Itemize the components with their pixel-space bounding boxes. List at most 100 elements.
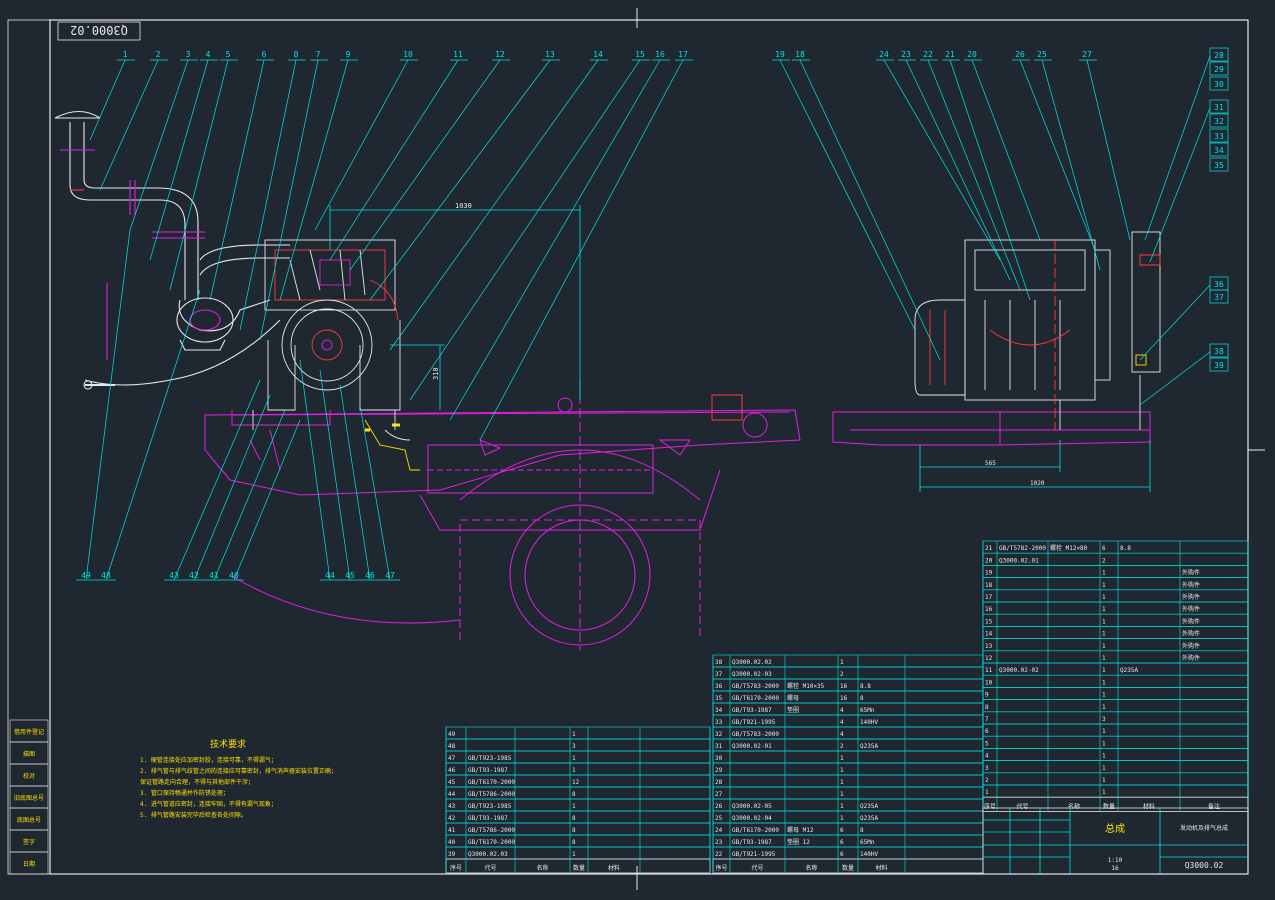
- bom-cell: 43: [448, 803, 456, 810]
- bom-cell: 65Mn: [860, 839, 875, 846]
- bom-cell: 1: [1102, 594, 1106, 601]
- bom-cell: 27: [715, 791, 723, 798]
- leader-number-23: 23: [901, 50, 911, 59]
- bom-cell: 1: [1102, 777, 1106, 784]
- bom-cell: 1: [1102, 740, 1106, 747]
- bom-cell: 19: [985, 570, 993, 577]
- bom-cell: 2: [1102, 557, 1106, 564]
- leader-number-43: 43: [169, 571, 179, 580]
- leader-line: [1144, 55, 1211, 241]
- leader-line: [479, 59, 684, 441]
- leader-number-6: 6: [262, 50, 267, 59]
- tech-req-title: 技术要求: [210, 738, 246, 750]
- bom-cell: 26: [715, 803, 723, 810]
- leader-box: [1209, 99, 1229, 114]
- bom-cell: 1: [1102, 655, 1106, 662]
- leader-box: [1209, 47, 1229, 62]
- leader-line: [314, 59, 409, 231]
- bom-header-cell: 数量: [842, 864, 854, 872]
- bom-cell: 3: [1102, 716, 1106, 723]
- bom-cell: 垫圈 12: [787, 838, 810, 846]
- bom-cell: 140HV: [860, 851, 878, 858]
- bom-cell: 1: [1102, 582, 1106, 589]
- bom-header-cell: 材料: [875, 864, 887, 872]
- bom-cell: GB/T6170-2000: [732, 827, 779, 834]
- bom-cell: 35: [715, 695, 723, 702]
- bom-cell: 18: [985, 582, 993, 589]
- bom-cell: GB/T93-1987: [468, 815, 508, 822]
- leader-number-4: 4: [206, 50, 211, 59]
- bom-cell: 46: [448, 767, 456, 774]
- stamp-label: 描图: [23, 750, 35, 758]
- bom-cell: 1: [572, 803, 576, 810]
- bom-cell: GB/T5786-2000: [468, 791, 515, 798]
- leader-number-20: 20: [967, 50, 977, 59]
- bom-cell: 44: [448, 791, 456, 798]
- bom-cell: Q3000.02-05: [732, 803, 772, 810]
- leader-number-34: 34: [1214, 146, 1224, 155]
- bom-cell: Q235A: [860, 815, 878, 822]
- bom-cell: 1: [1102, 692, 1106, 699]
- bom-cell: GB/T6170-2000: [468, 839, 515, 846]
- bom-header-cell: 序号: [450, 864, 462, 872]
- stamp-label: 旧底图总号: [14, 794, 44, 802]
- bom-cell: 1: [985, 789, 989, 796]
- leader-box: [1209, 357, 1229, 372]
- leader-number-48: 48: [101, 571, 111, 580]
- tech-req-item: 5. 排气管路安装完毕后检查各处间隙。: [140, 811, 247, 819]
- bom-cell: 12: [985, 655, 993, 662]
- leader-number-37: 37: [1214, 293, 1224, 302]
- bom-header-cell: 备注: [1208, 802, 1220, 810]
- bom-cell: 31: [715, 743, 723, 750]
- leader-number-3: 3: [186, 50, 191, 59]
- bom-cell: 30: [715, 755, 723, 762]
- bom-cell: 32: [715, 731, 723, 738]
- bom-cell: 7: [985, 716, 989, 723]
- bom-cell: 螺母: [787, 694, 799, 702]
- leader-line: [279, 59, 349, 301]
- bom-cell: 外购件: [1182, 569, 1200, 577]
- leader-line: [971, 59, 1041, 241]
- leader-line: [319, 369, 351, 581]
- leader-number-39: 39: [1214, 361, 1224, 370]
- leader-line: [799, 59, 941, 361]
- leader-box: [1209, 157, 1229, 172]
- bom-cell: 1: [572, 731, 576, 738]
- bom-cell: 8.8: [1120, 545, 1131, 552]
- bom-cell: 外购件: [1182, 617, 1200, 625]
- leader-line: [927, 59, 1021, 291]
- leader-number-14: 14: [593, 50, 603, 59]
- bom-cell: GB/T923-1985: [468, 803, 512, 810]
- leader-number-46: 46: [365, 571, 375, 580]
- leader-number-41: 41: [209, 571, 219, 580]
- bom-cell: 24: [715, 827, 723, 834]
- bom-cell: 140HV: [860, 719, 878, 726]
- bom-cell: 8: [572, 791, 576, 798]
- bom-cell: 外购件: [1182, 593, 1200, 601]
- bom-cell: 3: [985, 765, 989, 772]
- bom-cell: Q235A: [860, 803, 878, 810]
- bom-cell: 39: [448, 851, 456, 858]
- bom-cell: 49: [448, 731, 456, 738]
- bom-cell: 42: [448, 815, 456, 822]
- leader-number-31: 31: [1214, 103, 1224, 112]
- bom-cell: 8: [860, 827, 864, 834]
- bom-cell: 25: [715, 815, 723, 822]
- bom-cell: 8: [572, 815, 576, 822]
- bom-cell: 1: [572, 755, 576, 762]
- leader-line: [233, 419, 301, 581]
- bom-cell: 38: [715, 659, 723, 666]
- leader-number-45: 45: [345, 571, 355, 580]
- chassis-frame-side: [832, 411, 1151, 446]
- bom-header-cell: 代号: [751, 864, 763, 872]
- leader-line: [883, 59, 1001, 261]
- leader-line: [1149, 107, 1211, 263]
- leader-line: [89, 59, 126, 141]
- bom-cell: 1: [840, 755, 844, 762]
- bom-cell: 29: [715, 767, 723, 774]
- bom-cell: GB/T921-1995: [732, 719, 776, 726]
- stamp-label: 底图总号: [17, 816, 41, 824]
